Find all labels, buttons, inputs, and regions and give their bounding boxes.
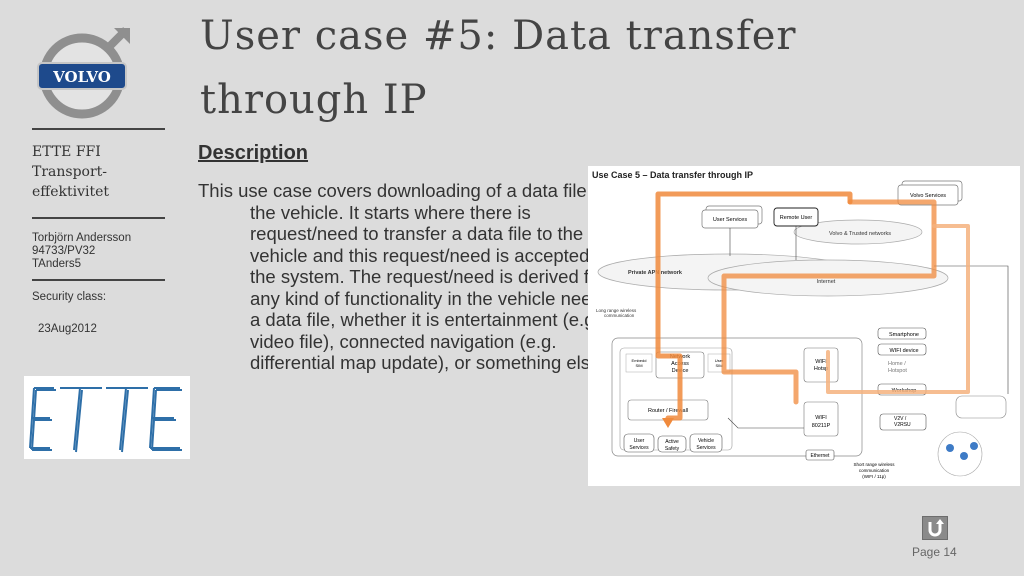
ette-logo: [24, 376, 190, 459]
people-icon: [937, 431, 983, 477]
vehicles-icon: [955, 395, 1007, 419]
divider-top: [32, 128, 165, 130]
svg-text:WIFI device: WIFI device: [889, 348, 918, 354]
volvo-trusted-label: Volvo & Trusted networks: [829, 231, 891, 237]
network-diagram: Use Case 5 – Data transfer through IP Vo…: [588, 166, 1020, 486]
home-hotspot-label: Home /: [888, 361, 906, 367]
date: 23Aug2012: [38, 323, 97, 335]
svg-text:Smartphone: Smartphone: [889, 332, 919, 338]
svg-text:communication: communication: [859, 468, 890, 473]
svg-text:Hotspot: Hotspot: [888, 368, 907, 374]
svg-text:Active: Active: [665, 439, 679, 445]
data-flow-path: [655, 191, 970, 428]
svg-text:(WIFI / 11p): (WIFI / 11p): [862, 474, 886, 479]
volvo-services-label: Volvo Services: [910, 193, 946, 199]
return-nav-button[interactable]: [922, 516, 948, 540]
wifi-device-box: [877, 343, 927, 356]
svg-text:WIFI: WIFI: [815, 415, 827, 421]
svg-text:communication: communication: [604, 313, 635, 318]
vehicle-services-box: [689, 433, 723, 453]
u-turn-icon: [928, 519, 944, 537]
svg-text:User: User: [715, 358, 724, 363]
svg-text:Safety: Safety: [665, 446, 680, 452]
active-safety-box: [657, 435, 687, 453]
svg-text:Router / Firewall: Router / Firewall: [648, 408, 688, 414]
wifi-hotspot-box: [803, 347, 839, 383]
svg-text:SIM: SIM: [635, 363, 642, 368]
svg-text:Vehicle: Vehicle: [698, 438, 714, 444]
v2v-label: V2V /: [894, 416, 907, 422]
svg-text:Services: Services: [696, 445, 716, 451]
remote-user-label: Remote User: [780, 215, 813, 221]
volvo-logo: VOLVO: [37, 27, 130, 119]
v2v-box: [879, 413, 927, 431]
description-body: This use case covers downloading of a da…: [198, 180, 627, 373]
svg-text:V2RSU: V2RSU: [894, 422, 911, 428]
short-range-label: Short range wireless: [853, 462, 895, 467]
diagram-title: Use Case 5 – Data transfer through IP: [592, 170, 753, 180]
svg-text:User: User: [634, 438, 645, 444]
author-info: Torbjörn Andersson 94733/PV32 TAnders5: [32, 232, 132, 270]
internet-label: Internet: [817, 279, 836, 285]
user-services-vehicle-box: [623, 433, 655, 453]
svg-text:Ethernet: Ethernet: [811, 453, 831, 459]
embedded-sim-box: [625, 353, 653, 373]
svg-text:VOLVO: VOLVO: [52, 68, 111, 86]
org-name: ETTE FFI Transport- effektivitet: [32, 144, 110, 200]
wifi-80211p-box: [803, 401, 839, 437]
page-number: Page 14: [912, 545, 957, 559]
divider-mid: [32, 217, 165, 219]
smartphone-box: [877, 327, 927, 340]
svg-text:WIFI: WIFI: [815, 359, 827, 365]
user-services-label: User Services: [713, 217, 747, 223]
description-heading: Description: [198, 142, 309, 164]
ethernet-box: [805, 449, 835, 461]
svg-text:Embedd: Embedd: [632, 358, 647, 363]
security-class: Security class:: [32, 291, 107, 303]
private-apn-label: Private APN network: [628, 270, 683, 276]
divider-lower: [32, 279, 165, 281]
svg-text:Services: Services: [629, 445, 649, 451]
volvo-trusted-cloud: [793, 219, 923, 245]
svg-text:SIM: SIM: [715, 363, 722, 368]
svg-text:80211P: 80211P: [812, 423, 831, 429]
long-range-label: Long range wireless: [596, 308, 637, 313]
svg-text:Hotsp: Hotsp: [814, 366, 828, 372]
slide-title: User case #5: Data transfer through IP: [200, 13, 797, 123]
